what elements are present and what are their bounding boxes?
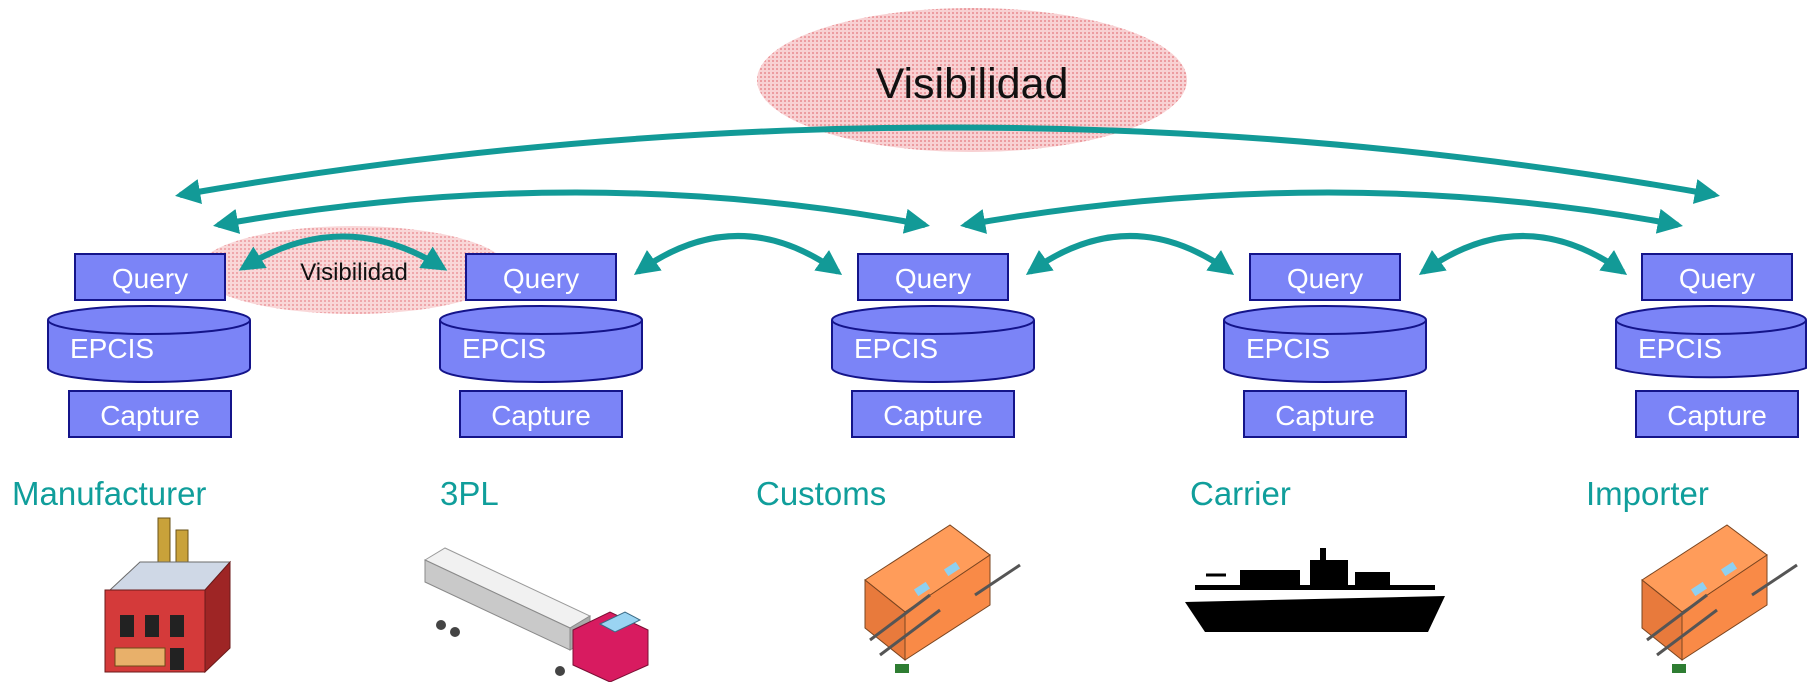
local-visibility-label: Visibilidad [300, 259, 408, 286]
epcis-label: EPCIS [1638, 333, 1722, 364]
query-label: Query [503, 263, 579, 294]
capture-box[interactable] [1243, 390, 1407, 438]
capture-label: Capture [883, 400, 983, 431]
query-label: Query [1287, 263, 1363, 294]
query-box[interactable] [1641, 253, 1793, 301]
query-label: Query [1679, 263, 1755, 294]
arrow-manufacturer-3pl [238, 233, 448, 271]
epcis-cylinder[interactable] [831, 305, 1035, 383]
epcis-label: EPCIS [462, 333, 546, 364]
party-label-customs: Customs [756, 475, 886, 512]
party-label-carrier: Carrier [1190, 475, 1291, 512]
party-label-manufacturer: Manufacturer [12, 475, 206, 512]
capture-box[interactable] [851, 390, 1015, 438]
capture-label: Capture [491, 400, 591, 431]
stack-manufacturer: Query EPCIS Capture Manufacturer [12, 253, 251, 512]
arrow-customs-carrier [1025, 233, 1235, 275]
arrows [175, 124, 1720, 275]
query-box[interactable] [74, 253, 226, 301]
factory-icon [104, 517, 232, 674]
capture-box[interactable] [1635, 390, 1799, 438]
query-label: Query [112, 263, 188, 294]
arrow-manufacturer-importer [175, 124, 1720, 204]
arrow-manufacturer-customs [213, 189, 930, 234]
query-box[interactable] [465, 253, 617, 301]
query-label: Query [895, 263, 971, 294]
ship-icon [1185, 548, 1445, 632]
query-box[interactable] [857, 253, 1009, 301]
epcis-label: EPCIS [70, 333, 154, 364]
stack-3pl: Query EPCIS Capture 3PL [439, 253, 643, 512]
capture-label: Capture [1275, 400, 1375, 431]
epcis-label: EPCIS [1246, 333, 1330, 364]
capture-box[interactable] [68, 390, 232, 438]
capture-box[interactable] [459, 390, 623, 438]
arrow-customs-importer [960, 189, 1683, 234]
arrow-carrier-importer [1418, 233, 1628, 275]
warehouse-icon [864, 524, 1021, 673]
warehouse-icon [1641, 524, 1798, 673]
party-label-3pl: 3PL [440, 475, 499, 512]
arrow-3pl-customs [633, 233, 843, 275]
epcis-cylinder[interactable] [47, 305, 251, 383]
capture-label: Capture [1667, 400, 1767, 431]
epcis-cylinder[interactable] [1615, 305, 1807, 379]
epcis-cylinder[interactable] [439, 305, 643, 383]
stack-importer: Query EPCIS Capture Importer [1586, 253, 1807, 512]
truck-icon [423, 547, 649, 682]
capture-label: Capture [100, 400, 200, 431]
global-visibility-highlight [757, 8, 1187, 152]
query-box[interactable] [1249, 253, 1401, 301]
party-label-importer: Importer [1586, 475, 1709, 512]
epcis-cylinder[interactable] [1223, 305, 1427, 383]
stack-carrier: Query EPCIS Capture Carrier [1190, 253, 1427, 512]
stack-customs: Query EPCIS Capture Customs [756, 253, 1035, 512]
global-visibility-label: Visibilidad [876, 60, 1069, 108]
epcis-label: EPCIS [854, 333, 938, 364]
